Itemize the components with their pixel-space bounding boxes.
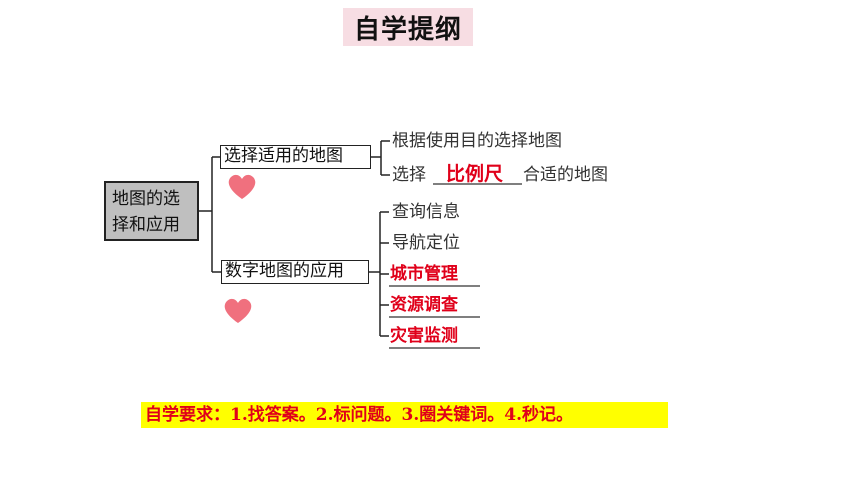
leaf-disaster-monitoring: 灾害监测 bbox=[390, 326, 458, 346]
leaf-resource-survey: 资源调查 bbox=[390, 295, 458, 315]
root-line-2: 择和应用 bbox=[112, 215, 180, 235]
leaf-scale-prefix: 选择 bbox=[392, 165, 426, 185]
leaf-navigation: 导航定位 bbox=[392, 233, 460, 253]
root-line-1: 地图的选 bbox=[112, 189, 180, 209]
leaf-query-info: 查询信息 bbox=[392, 202, 460, 222]
leaf-city-management: 城市管理 bbox=[390, 264, 458, 284]
branch-choose-map: 选择适用的地图 bbox=[220, 145, 371, 169]
leaf-scale-suffix: 合适的地图 bbox=[523, 165, 608, 185]
branch-digital-map: 数字地图的应用 bbox=[221, 260, 369, 284]
heart-icon bbox=[228, 174, 256, 199]
study-requirement: 自学要求：1.找答案。2.标问题。3.圈关键词。4.秒记。 bbox=[141, 402, 668, 428]
page-title: 自学提纲 bbox=[343, 8, 473, 46]
root-node: 地图的选 择和应用 bbox=[104, 181, 199, 241]
leaf-purpose: 根据使用目的选择地图 bbox=[392, 131, 562, 151]
answer-scale: 比例尺 bbox=[446, 163, 504, 185]
heart-icon bbox=[224, 298, 252, 323]
